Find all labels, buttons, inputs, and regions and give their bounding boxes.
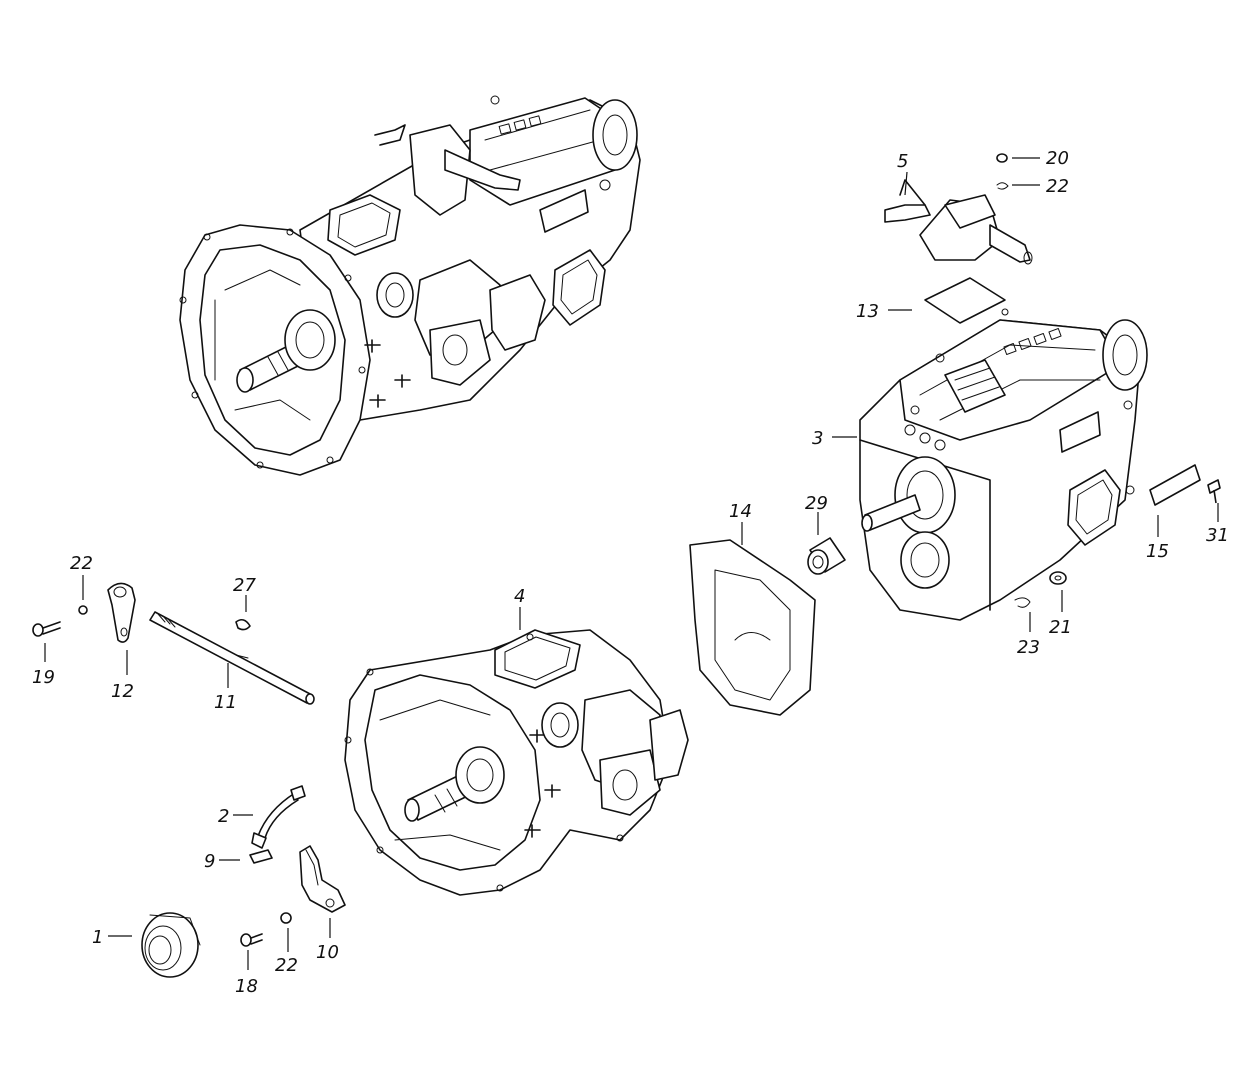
- callout-1: 1: [92, 927, 103, 948]
- gasket-14: [689, 539, 816, 716]
- callout-9: 9: [204, 851, 215, 872]
- callout-31: 31: [1206, 525, 1229, 546]
- nut-22-left: [78, 605, 88, 615]
- nut-21: [1049, 571, 1067, 585]
- callout-22: 22: [70, 553, 93, 574]
- bolt-19: [32, 621, 61, 637]
- callout-2: 2: [218, 806, 229, 827]
- callout-labels: 5 20 22 13 3 14 29 15 31 23 21 4 22 19 1…: [32, 148, 1229, 997]
- callout-14: 14: [729, 501, 752, 522]
- hose-2: [251, 785, 306, 849]
- callout-3: 3: [812, 428, 823, 449]
- callout-11: 11: [214, 692, 237, 713]
- callout-27: 27: [233, 575, 256, 596]
- bolt-31: [1207, 479, 1221, 504]
- nut-20: [996, 153, 1008, 163]
- callout-12: 12: [111, 681, 134, 702]
- callout-13: 13: [856, 301, 879, 322]
- bolt-18: [240, 933, 263, 947]
- lever-12: [107, 582, 136, 643]
- plate-15: [1149, 464, 1201, 506]
- callout-29: 29: [805, 493, 828, 514]
- washer-22-top: [996, 182, 1009, 190]
- callout-15: 15: [1146, 541, 1169, 562]
- callout-18: 18: [235, 976, 258, 997]
- key-27: [235, 618, 251, 631]
- shift-housing: [884, 179, 1033, 265]
- callout-22: 22: [275, 955, 298, 976]
- callout-21: 21: [1049, 617, 1072, 638]
- callout-4: 4: [514, 586, 525, 607]
- callout-10: 10: [316, 942, 339, 963]
- leader-lines: [44, 157, 1219, 970]
- nut-22-bottom: [280, 912, 292, 924]
- gasket-13: [924, 277, 1006, 324]
- callout-22: 22: [1046, 176, 1069, 197]
- callout-19: 19: [32, 667, 55, 688]
- fork-10: [299, 845, 346, 913]
- washer-23: [1014, 597, 1031, 608]
- shaft-11: [149, 611, 315, 705]
- rear-gearbox-section: [859, 308, 1148, 621]
- release-bearing-1: [141, 912, 201, 978]
- callout-5: 5: [897, 151, 908, 172]
- assembled-gearbox: [179, 95, 641, 476]
- fitting-9: [249, 849, 273, 864]
- callout-20: 20: [1046, 148, 1069, 169]
- callout-23: 23: [1017, 637, 1040, 658]
- bell-housing-4: [344, 629, 689, 896]
- bearing-29: [807, 537, 846, 575]
